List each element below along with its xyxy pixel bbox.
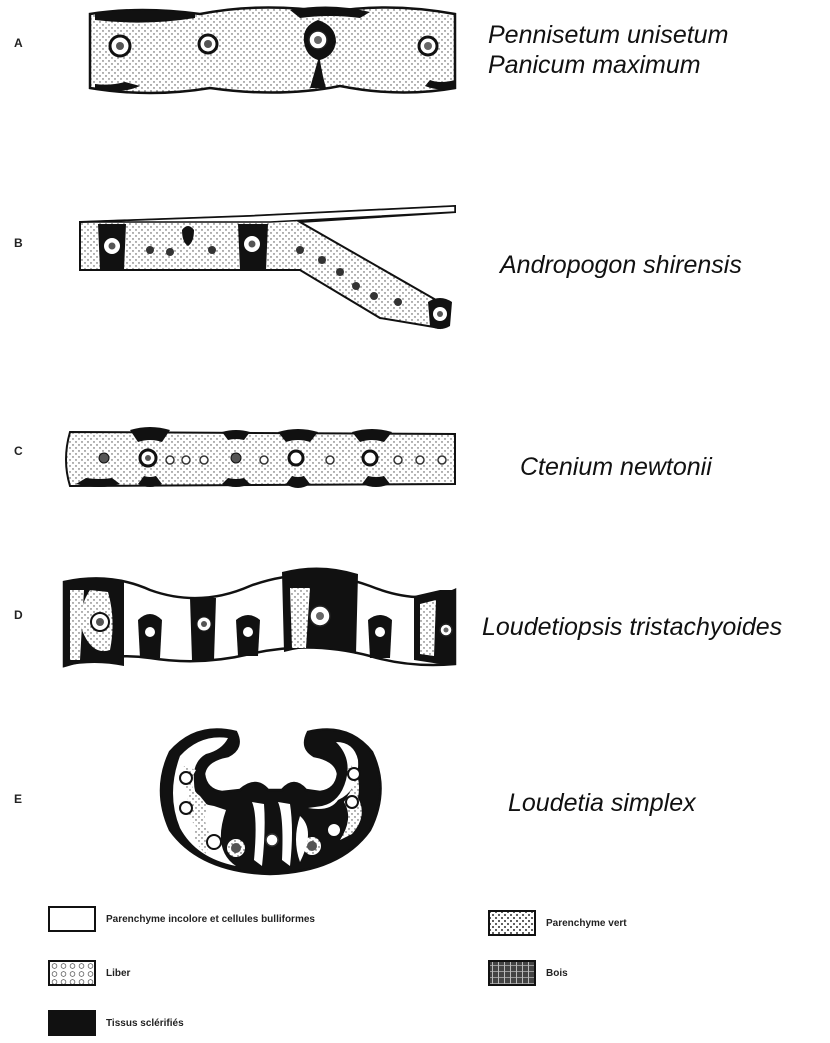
species-line: Pennisetum unisetum	[488, 20, 728, 50]
leaf-section-a	[0, 0, 470, 110]
legend-swatch-parenchyme-vert	[488, 910, 536, 936]
legend-label-tissus-sclerifies: Tissus sclérifiés	[106, 1018, 184, 1029]
leaf-section-c	[0, 420, 470, 500]
legend-label-parenchyme-incolore: Parenchyme incolore et cellules bullifor…	[106, 914, 315, 925]
species-line: Panicum maximum	[488, 50, 728, 80]
species-label-c: Ctenium newtonii	[520, 452, 712, 482]
legend-item-parenchyme-vert: Parenchyme vert	[488, 910, 627, 936]
species-label-e: Loudetia simplex	[508, 788, 696, 818]
legend-swatch-bois	[488, 960, 536, 986]
species-label-b: Andropogon shirensis	[500, 250, 742, 280]
legend-label-liber: Liber	[106, 968, 130, 979]
legend-item-tissus-sclerifies: Tissus sclérifiés	[48, 1010, 184, 1036]
legend-item-parenchyme-incolore: Parenchyme incolore et cellules bullifor…	[48, 906, 315, 932]
legend-swatch-parenchyme-incolore	[48, 906, 96, 932]
legend-swatch-liber	[48, 960, 96, 986]
legend-item-bois: Bois	[488, 960, 568, 986]
leaf-section-b	[0, 190, 470, 350]
legend-label-bois: Bois	[546, 968, 568, 979]
legend-item-liber: Liber	[48, 960, 130, 986]
species-label-d: Loudetiopsis tristachyoides	[482, 612, 782, 642]
legend-swatch-tissus-sclerifies	[48, 1010, 96, 1036]
legend-label-parenchyme-vert: Parenchyme vert	[546, 918, 627, 929]
leaf-section-e	[0, 720, 470, 890]
species-label-a: Pennisetum unisetum Panicum maximum	[488, 20, 728, 80]
leaf-section-d	[0, 560, 470, 680]
